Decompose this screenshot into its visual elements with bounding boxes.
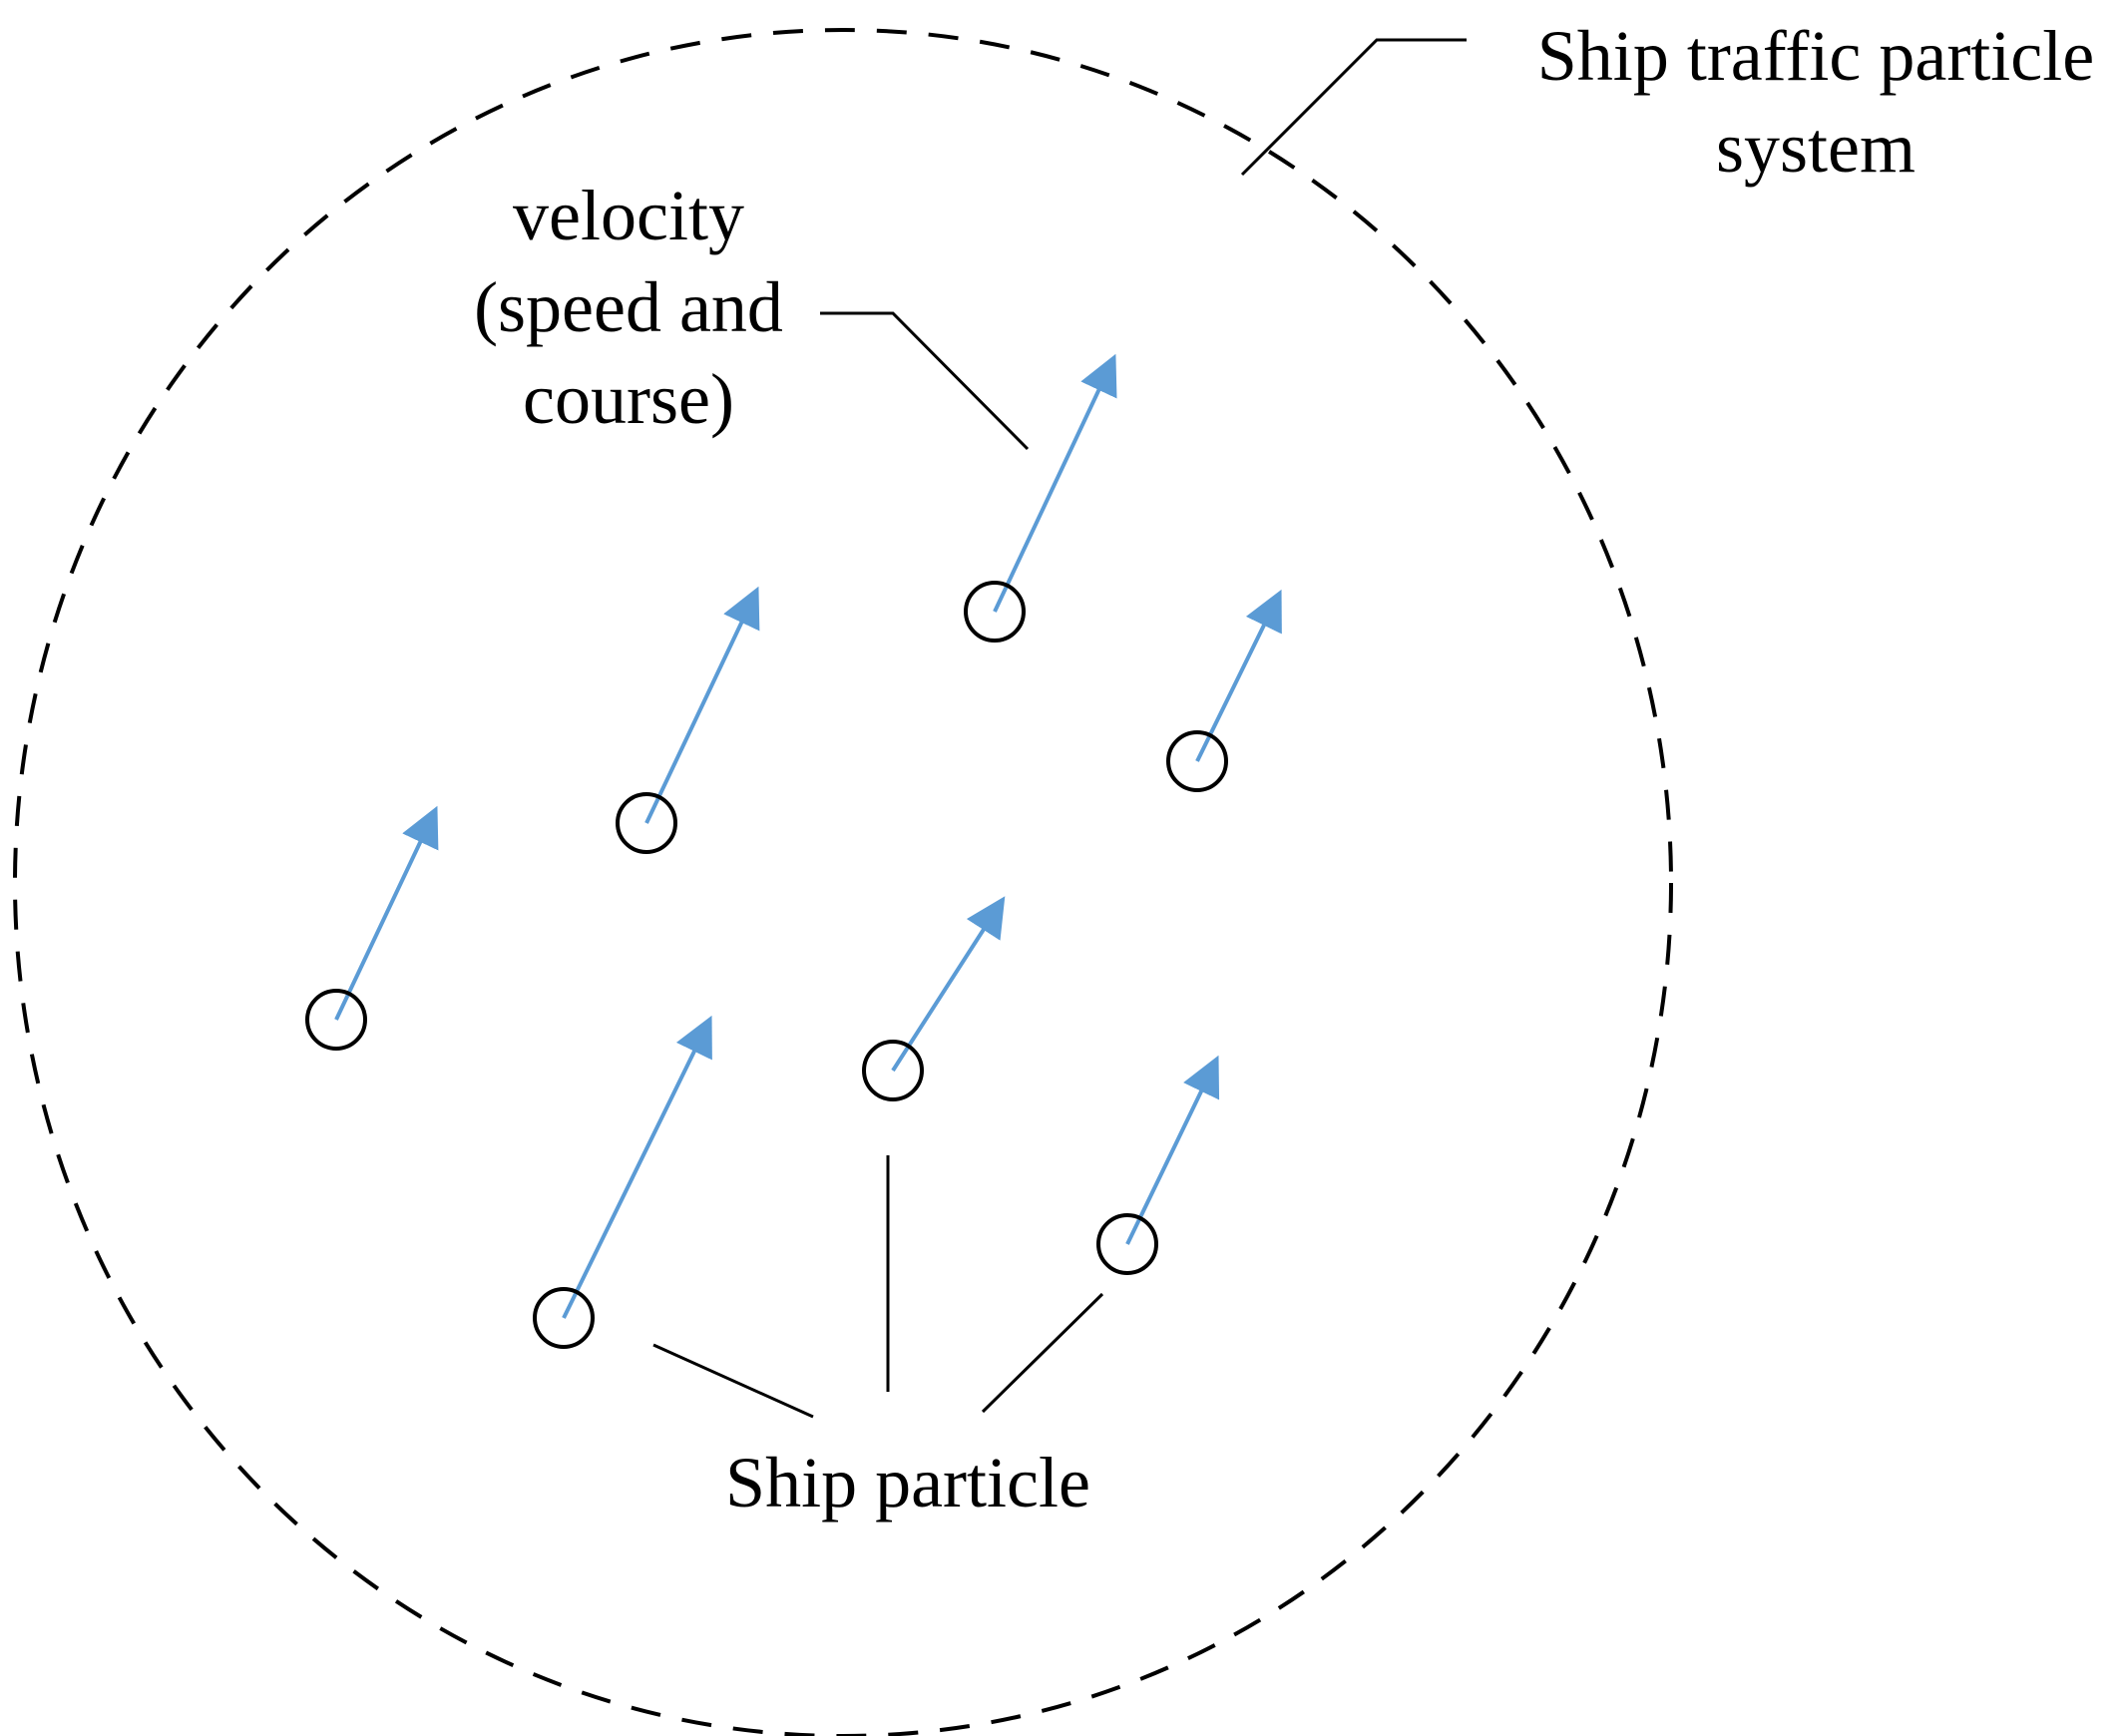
ship-particles <box>305 581 1228 1349</box>
system-label: Ship traffic particle system <box>1496 10 2128 194</box>
velocity-arrow <box>1125 1055 1220 1245</box>
velocity-arrow <box>644 586 760 824</box>
ship-particle <box>862 1040 924 1101</box>
ship-particle <box>616 792 677 854</box>
system-label-line1: Ship traffic particle <box>1536 16 2095 96</box>
ship-particle-label-text: Ship particle <box>725 1443 1090 1522</box>
system-label-line2: system <box>1715 108 1915 188</box>
ship-particle-label: Ship particle <box>658 1437 1157 1528</box>
ship-particle <box>305 989 367 1051</box>
velocity-arrow <box>993 353 1117 613</box>
particle-leader-line-left <box>652 1343 814 1419</box>
ship-particle <box>1166 730 1228 792</box>
velocity-arrow <box>334 805 439 1021</box>
velocity-label-line2: (speed and <box>474 267 783 347</box>
system-boundary <box>13 28 1673 1736</box>
system-leader-line <box>1240 38 1467 177</box>
velocity-arrow <box>891 896 1006 1073</box>
ship-particle <box>964 581 1026 643</box>
velocity-arrow <box>562 1015 712 1319</box>
ship-particle <box>533 1287 595 1349</box>
velocity-label-line1: velocity <box>513 176 744 255</box>
velocity-label: velocity (speed and course) <box>439 170 818 445</box>
velocity-arrows <box>334 353 1282 1319</box>
ship-particle <box>1096 1213 1158 1275</box>
velocity-label-line3: course) <box>523 359 734 439</box>
velocity-leader-line <box>820 311 1030 451</box>
particle-leader-line-right <box>981 1292 1104 1414</box>
